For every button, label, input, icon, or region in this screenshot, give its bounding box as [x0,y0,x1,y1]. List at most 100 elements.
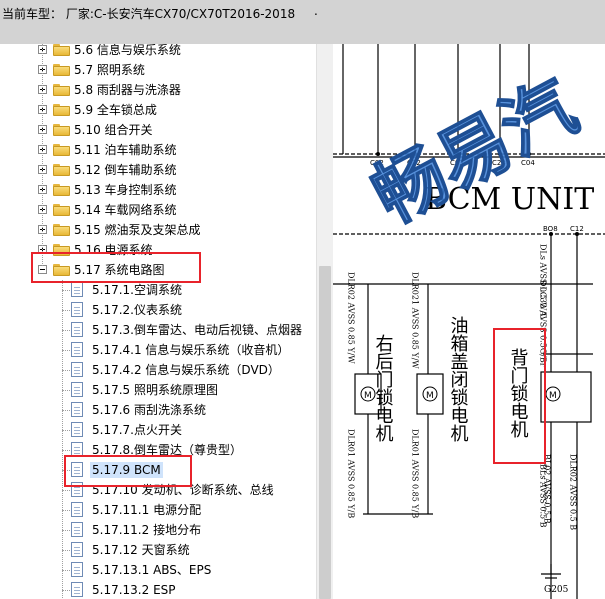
tree-leaf-item[interactable]: 5.17.1.空调系统 [0,280,316,300]
tree-guide-line [62,390,70,391]
tree-leaf-item[interactable]: 5.17.8.倒车雷达（尊贵型） [0,440,316,460]
ground-label: G205 [544,585,569,595]
bcm-unit-label: BCM UNIT [425,182,594,217]
vehicle-title: 当前车型： 厂家:C-长安汽车CX70/CX70T2016-2018 [2,7,296,21]
tree-item-label: 5.17.13.1 ABS、EPS [92,563,212,577]
tree-item-label: 5.17.6 雨刮洗涤系统 [92,403,206,417]
tree-leaf-item[interactable]: 5.17.4.1 信息与娱乐系统（收音机） [0,340,316,360]
tree-guide-line [62,430,70,431]
tree-item-label: 5.14 车载网络系统 [74,203,177,217]
tree-leaf-item[interactable]: 5.17.7.点火开关 [0,420,316,440]
tree-leaf-item[interactable]: 5.17.11.1 电源分配 [0,500,316,520]
tree-leaf-item[interactable]: 5.17.5 照明系统原理图 [0,380,316,400]
connector-label: C22 [407,159,421,167]
tree-item-label: 5.8 雨刮器与洗涤器 [74,83,181,97]
tree-guide-line [62,590,70,591]
tree-leaf-item[interactable]: 5.17.12 天窗系统 [0,540,316,560]
tree-folder-item[interactable]: 5.8 雨刮器与洗涤器 [0,80,316,100]
tree-folder-item[interactable]: 5.15 燃油泵及支架总成 [0,220,316,240]
pin-label: C12 [570,225,584,233]
tree-item-label: 5.17 系统电路图 [74,263,165,277]
tree-guide-line [62,350,70,351]
document-icon [71,282,83,297]
connector-label: C04 [521,159,535,167]
tree-leaf-item[interactable]: 5.17.3.倒车雷达、电动后视镜、点烟器 [0,320,316,340]
tree-item-label: 5.17.8.倒车雷达（尊贵型） [92,443,242,457]
folder-icon [53,64,70,76]
wire-label: DLs AVSS 0.5 W/L [539,244,548,319]
tree-item-label: 5.17.11.2 接地分布 [92,523,202,537]
connector-label: C03 [450,159,464,167]
tree-guide-line [62,510,70,511]
folder-icon [53,84,70,96]
tree-leaf-item[interactable]: 5.17.4.2 信息与娱乐系统（DVD） [0,360,316,380]
tree-item-label: 5.17.5 照明系统原理图 [92,383,218,397]
tree-scrollbar[interactable] [316,44,334,599]
tree-leaf-item[interactable]: 5.17.9 BCM [0,460,316,480]
tree-guide-line [62,550,70,551]
pin-label: BO8 [543,225,558,233]
tree-guide-line [62,490,70,491]
tree-item-label: 5.17.9 BCM [90,462,163,478]
tree-item-label: 5.17.2.仪表系统 [92,303,182,317]
highlight-tailgate-label [493,328,546,464]
tree-folder-item[interactable]: 5.9 全车锁总成 [0,100,316,120]
tree-item-label: 5.17.4.1 信息与娱乐系统（收音机） [92,343,290,357]
tree-item-label: 5.13 车身控制系统 [74,183,177,197]
tree-guide-line [62,570,70,571]
wire-label: DLR02 AVSS 0.85 Y/W [347,272,356,364]
document-icon [71,522,83,537]
tree-item-label: 5.15 燃油泵及支架总成 [74,223,201,237]
tree-item-label: 5.17.4.2 信息与娱乐系统（DVD） [92,363,280,377]
tree-leaf-item[interactable]: 5.17.13.1 ABS、EPS [0,560,316,580]
highlight-bcm-item [64,455,192,487]
tree-guide-line [62,450,70,451]
tree-folder-item[interactable]: 5.7 照明系统 [0,60,316,80]
svg-text:M: M [426,391,434,401]
svg-text:M: M [364,391,372,401]
tree-item-label: 5.17.13.2 ESP [92,583,176,597]
document-icon [71,422,83,437]
tree-folder-item[interactable]: 5.11 泊车辅助系统 [0,140,316,160]
document-icon [71,402,83,417]
folder-icon [53,224,70,236]
tree-folder-item[interactable]: 5.13 车身控制系统 [0,180,316,200]
document-icon [71,322,83,337]
folder-icon [53,44,70,56]
wire-label: BL02 AVSS 0.5 B [543,454,552,524]
tree-leaf-item[interactable]: 5.17.13.2 ESP [0,580,316,599]
tree-folder-item[interactable]: 5.14 车载网络系统 [0,200,316,220]
component-label-tailgate-lock: 背门锁电机 [508,348,529,438]
title-bar: 当前车型： 厂家:C-长安汽车CX70/CX70T2016-2018 . [0,0,605,44]
tree-folder-item[interactable]: 5.17 系统电路图 [0,260,316,280]
wire-label: DLC32 AVSS 0.5G/Br [539,280,548,367]
tree-leaf-item[interactable]: 5.17.11.2 接地分布 [0,520,316,540]
navigation-tree[interactable]: 5.6 信息与娱乐系统 5.7 照明系统 5.8 雨刮器与洗涤器 5.9 全车锁总成 5… [0,44,316,599]
title-mark: . [314,4,318,18]
tree-folder-item[interactable]: 5.10 组合开关 [0,120,316,140]
tree-guide-line [62,310,70,311]
component-label-rear-right-lock: 右后门锁电机 [373,334,394,442]
document-icon [71,582,83,597]
tree-item-label: 5.6 信息与娱乐系统 [74,44,181,57]
folder-icon [53,104,70,116]
highlight-517-folder [31,252,201,283]
scrollbar-thumb[interactable] [319,266,331,599]
tree-item-label: 5.10 组合开关 [74,123,153,137]
tree-item-label: 5.9 全车锁总成 [74,103,157,117]
tree-folder-item[interactable]: 5.6 信息与娱乐系统 [0,44,316,60]
svg-text:M: M [549,391,557,401]
folder-icon [53,184,70,196]
tree-guide-line [62,470,70,471]
tree-leaf-item[interactable]: 5.17.6 雨刮洗涤系统 [0,400,316,420]
tree-item-label: 5.17.11.1 电源分配 [92,503,202,517]
component-label-fuel-lid-motor: 油箱盖闭锁电机 [448,316,469,442]
document-icon [71,302,83,317]
document-icon [71,562,83,577]
tree-item-label: 5.17.3.倒车雷达、电动后视镜、点烟器 [92,323,302,337]
document-icon [71,342,83,357]
folder-icon [53,264,70,276]
tree-leaf-item[interactable]: 5.17.2.仪表系统 [0,300,316,320]
tree-folder-item[interactable]: 5.12 倒车辅助系统 [0,160,316,180]
